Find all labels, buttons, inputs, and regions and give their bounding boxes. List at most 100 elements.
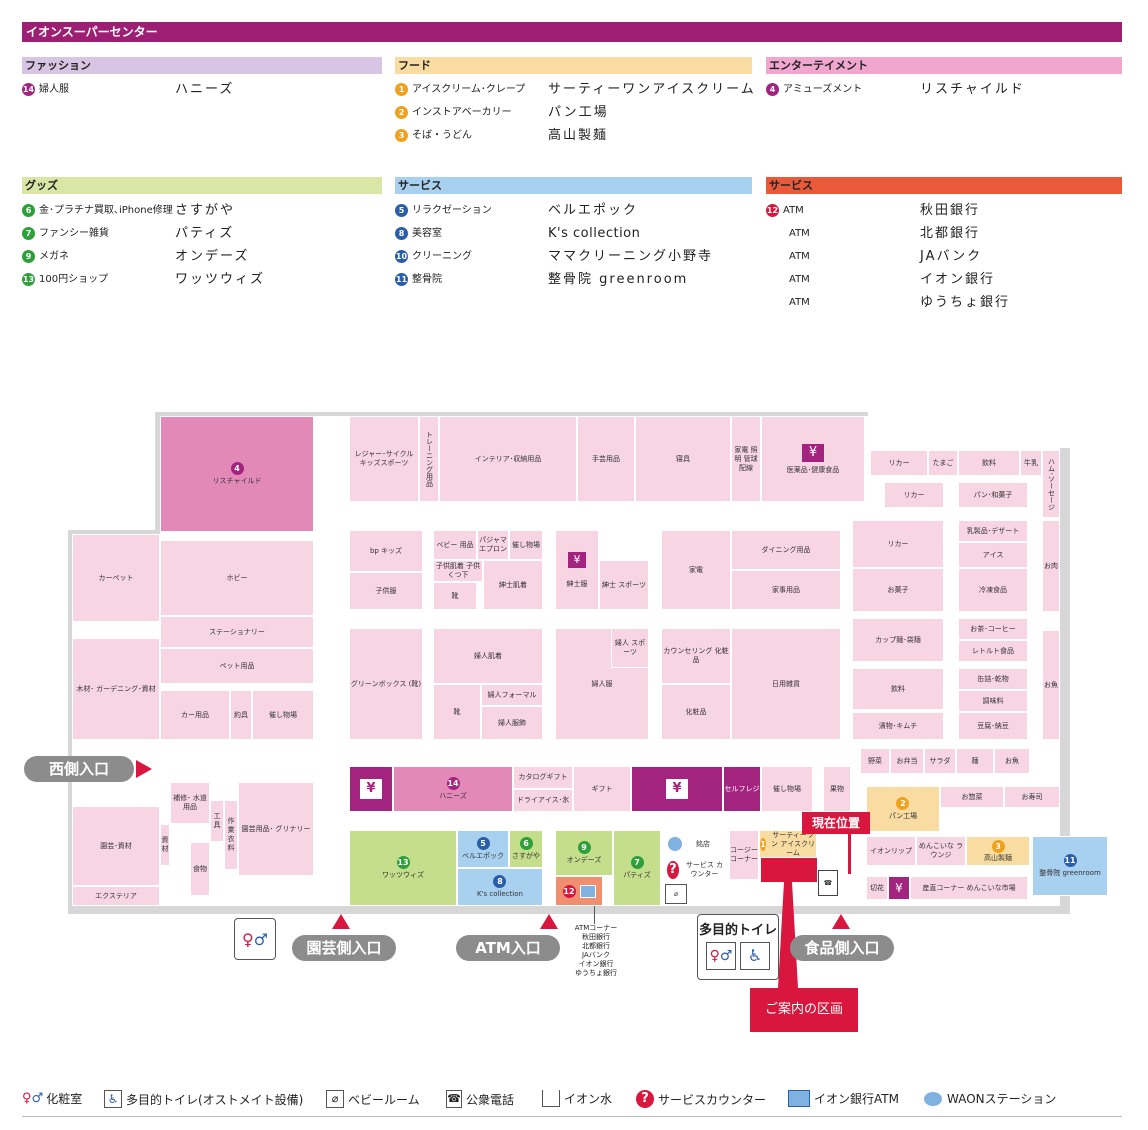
atm-corner[interactable]: 12 xyxy=(555,876,603,906)
room-tools[interactable]: 工具 xyxy=(210,800,224,842)
room-work-clothes[interactable]: 作業衣料 xyxy=(224,800,238,870)
room-bp-kids[interactable]: bp キッズ xyxy=(349,530,423,572)
room-exterior[interactable]: エクステリア xyxy=(72,886,160,906)
room-baby[interactable]: ベビー 用品 xyxy=(433,530,477,560)
room-shoes[interactable]: 靴 xyxy=(433,684,481,740)
room-meiten[interactable]: 銘店 xyxy=(665,832,727,856)
room-fish[interactable]: お魚 xyxy=(1042,630,1060,740)
shop-name[interactable]: ママクリーニング小野寺 xyxy=(548,249,714,264)
food-entrance-label[interactable]: 食品側入口 xyxy=(790,935,894,961)
room-kids-underwear[interactable]: 子供肌着 子供くつ下 xyxy=(433,560,483,582)
room-hobby[interactable]: ホビー xyxy=(160,540,314,616)
room-mens-underwear[interactable]: 紳士肌着 xyxy=(483,560,543,610)
room-dairy[interactable]: 乳製品･デザート xyxy=(958,520,1028,542)
room-garden-supplies[interactable]: 園芸用品･ グリナリー xyxy=(238,782,314,876)
room-liquor[interactable]: リカー xyxy=(884,482,944,508)
room-snack[interactable]: お菓子 xyxy=(852,568,944,612)
shop-name[interactable]: オンデーズ xyxy=(175,249,250,264)
shop-name[interactable]: ワッツウィズ xyxy=(175,272,266,287)
service-counter[interactable]: ?サービス カウンター xyxy=(665,856,727,884)
shop-name[interactable]: パティズ xyxy=(175,226,235,241)
room-greenbox[interactable]: グリーンボックス (靴) xyxy=(349,628,423,740)
room-ice[interactable]: アイス xyxy=(958,542,1028,568)
room-ladies-formal[interactable]: 婦人フォーマル xyxy=(481,684,543,706)
room-car[interactable]: カー用品 xyxy=(160,690,230,740)
restroom-icon[interactable]: ♀♂ xyxy=(234,918,276,960)
room-food[interactable]: 食物 xyxy=(190,842,210,896)
room-salad[interactable]: サラダ xyxy=(924,748,956,774)
room-milk[interactable]: 牛乳 xyxy=(1020,450,1042,476)
room-aeon-lip[interactable]: イオンリップ xyxy=(866,836,916,866)
room-ham[interactable]: ハム･ソーセージ xyxy=(1042,450,1060,518)
atm-area[interactable]: ¥ xyxy=(349,766,393,812)
room-material[interactable]: 資材 xyxy=(160,824,170,866)
room-shoes[interactable]: 靴 xyxy=(433,582,477,610)
room-pharm[interactable]: 約具 xyxy=(230,690,252,740)
restroom-icon[interactable]: ♀♂ xyxy=(706,942,736,970)
room-tofu[interactable]: 豆腐･納豆 xyxy=(958,712,1028,740)
room-cut-flowers[interactable]: 切花 xyxy=(866,876,888,900)
room-pickles[interactable]: 漬物･キムチ xyxy=(852,712,944,740)
shop-name[interactable]: 北都銀行 xyxy=(920,226,981,241)
room-event[interactable]: 催し物場 xyxy=(761,766,813,812)
room-liquor[interactable]: リカー xyxy=(852,520,944,568)
room-gift[interactable]: ギフト xyxy=(573,766,631,812)
shop-name[interactable]: 高山製麺 xyxy=(548,128,609,143)
room-wood[interactable]: 木材･ ガーデニング･資材 xyxy=(72,638,160,740)
room-electric[interactable]: 家電 xyxy=(661,530,731,610)
garden-entrance-label[interactable]: 園芸側入口 xyxy=(292,935,396,961)
room-carpet[interactable]: カーペット xyxy=(72,534,160,622)
shop-name[interactable]: リスチャイルド xyxy=(920,82,1025,97)
room-bedding[interactable]: 寝具 xyxy=(635,416,731,502)
room-daily-goods[interactable]: 日用雑貨 xyxy=(731,628,841,740)
room-fruit[interactable]: 果物 xyxy=(823,766,851,812)
shop-name[interactable]: 整骨院 greenroom xyxy=(548,272,689,287)
shop-name[interactable]: さすがや xyxy=(175,203,236,218)
room-egg[interactable]: たまご xyxy=(928,450,958,476)
room-self-register[interactable]: セルフレジ xyxy=(723,766,761,812)
room-cup-noodle[interactable]: カップ麺･袋麺 xyxy=(852,618,944,662)
room-vegetables[interactable]: 野菜 xyxy=(860,748,890,774)
room-craft[interactable]: 手芸用品 xyxy=(577,416,635,502)
shop-name[interactable]: ハニーズ xyxy=(175,82,235,97)
room-leisure[interactable]: レジャー･サイクル キッズスポーツ xyxy=(349,416,419,502)
room-drinks[interactable]: 飲料 xyxy=(958,450,1020,476)
shop-name[interactable]: イオン銀行 xyxy=(920,272,996,287)
room-repair[interactable]: 補修･ 水道用品 xyxy=(170,782,210,824)
shop-name[interactable]: 秋田銀行 xyxy=(920,203,981,218)
room-dining[interactable]: ダイニング用品 xyxy=(731,530,841,570)
room-ladies-sports[interactable]: 婦人 スポーツ xyxy=(611,628,649,668)
room-drinks[interactable]: 飲料 xyxy=(852,668,944,710)
room-ladies-accessories[interactable]: 婦人服飾 xyxy=(481,706,543,740)
shop-name[interactable]: K's collection xyxy=(548,226,641,241)
shop-name[interactable]: パン工場 xyxy=(548,105,609,120)
room-interior[interactable]: インテリア･収納用品 xyxy=(439,416,577,502)
room-sushi[interactable]: お寿司 xyxy=(1004,786,1060,808)
atm-area[interactable]: ¥ xyxy=(631,766,723,812)
room-dry-ice[interactable]: ドライアイス･氷 xyxy=(513,789,573,812)
room-mens-clothes[interactable]: ¥紳士服 xyxy=(555,530,599,610)
room-noodles[interactable]: 麺 xyxy=(956,748,994,774)
room-canned[interactable]: 缶詰･乾物 xyxy=(958,668,1028,690)
phone-icon[interactable]: ☎ xyxy=(818,870,838,896)
room-bento[interactable]: お弁当 xyxy=(890,748,924,774)
room-kids-clothes[interactable]: 子供服 xyxy=(349,572,423,610)
room-appliance[interactable]: 家電 照明 管球 配線 xyxy=(731,416,761,502)
shop-name[interactable]: サーティーワンアイスクリーム xyxy=(548,82,756,97)
room-deli[interactable]: お惣菜 xyxy=(940,786,1004,808)
room-liquor[interactable]: リカー xyxy=(870,450,928,476)
room-houseware[interactable]: 家事用品 xyxy=(731,570,841,610)
shop-name[interactable]: ベルエポック xyxy=(548,203,639,218)
room-stationery[interactable]: ステーショナリー xyxy=(160,616,314,648)
room-training[interactable]: トレーニング用品 xyxy=(419,416,439,502)
